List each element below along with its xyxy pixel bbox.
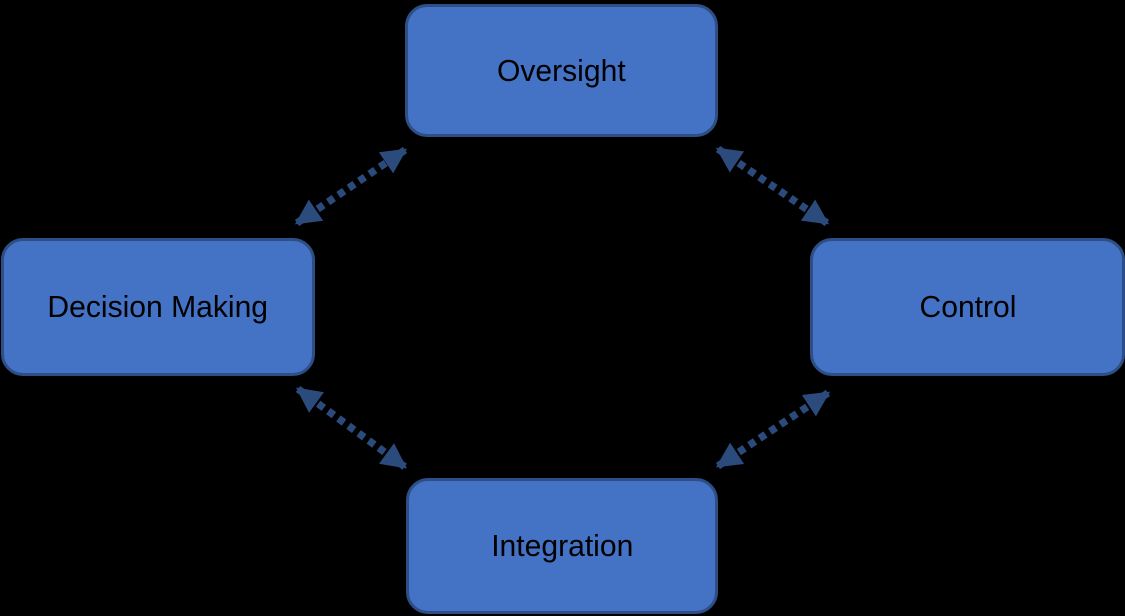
connector-decision-oversight xyxy=(294,146,408,227)
connector-integration-control xyxy=(715,389,831,470)
node-decision-making: Decision Making xyxy=(1,238,315,376)
node-decision-making-label: Decision Making xyxy=(47,289,269,324)
connector-decision-integration xyxy=(295,385,408,471)
node-oversight: Oversight xyxy=(405,4,718,137)
node-control-label: Control xyxy=(919,289,1016,324)
node-oversight-label: Oversight xyxy=(497,52,626,88)
node-integration: Integration xyxy=(406,478,718,614)
node-integration-label: Integration xyxy=(490,528,634,563)
connector-oversight-control xyxy=(715,145,830,227)
node-control: Control xyxy=(810,238,1125,376)
